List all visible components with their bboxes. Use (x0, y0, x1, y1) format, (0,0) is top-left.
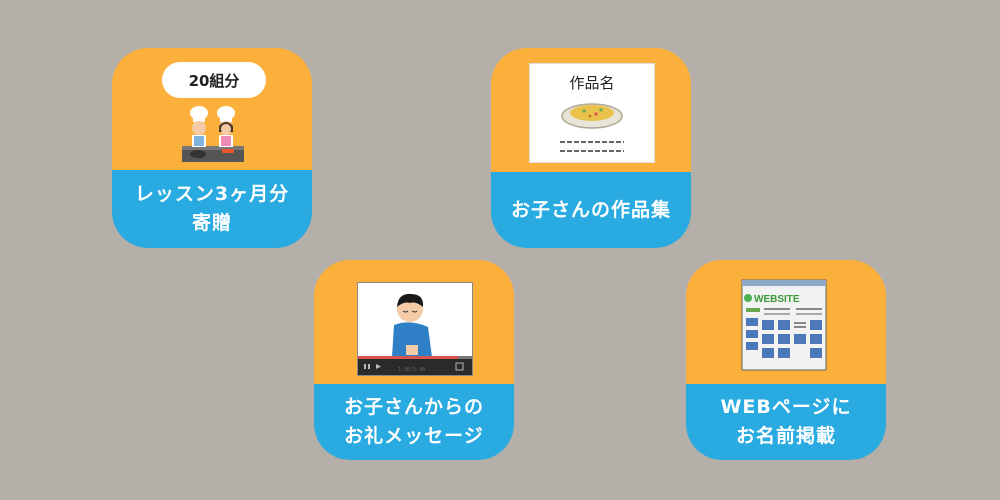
card-label: お子さんの作品集 (511, 196, 671, 225)
card-thank-you-message: 1:30/1:40 お子さんからの お礼メッセージ (314, 260, 514, 460)
card-label-area: お子さんからの お礼メッセージ (314, 384, 514, 460)
card-website-listing: WEBSITE WEBページに お名前掲載 (686, 260, 886, 460)
card-label-area: レッスン3ヶ月分 寄贈 (112, 170, 312, 248)
video-time: 1:30/1:40 (398, 367, 426, 373)
website-logo-text: WEBSITE (754, 294, 800, 305)
card-label-line: WEBページに (720, 396, 852, 418)
card-illustration-area: 20組分 (112, 48, 312, 170)
card-label: レッスン3ヶ月分 寄贈 (135, 180, 289, 238)
card-label-area: WEBページに お名前掲載 (686, 384, 886, 460)
card-label-line: 寄贈 (191, 212, 232, 234)
card-label-area: お子さんの作品集 (491, 172, 691, 248)
card-label: WEBページに お名前掲載 (720, 393, 851, 451)
artwork-title: 作品名 (569, 74, 615, 92)
card-label-line: お名前掲載 (735, 425, 836, 447)
card-artwork-collection: 作品名 お子さんの作品集 (491, 48, 691, 248)
badge-text: 20組分 (188, 71, 240, 90)
card-label-line: お子さんからの (343, 396, 484, 418)
card-label-line: レッスン3ヶ月分 (134, 183, 290, 205)
video-player: 1:30/1:40 (357, 282, 473, 376)
card-illustration-area: 作品名 (491, 48, 691, 172)
card-lesson-donation: 20組分 レッスン3ヶ月分 寄 (112, 48, 312, 248)
card-label-line: お礼メッセージ (344, 425, 484, 447)
artwork-paper: 作品名 (529, 63, 655, 163)
fried-rice-dish-icon (560, 103, 624, 152)
card-label-line: お子さんの作品集 (510, 198, 671, 221)
website-page-icon: WEBSITE (741, 279, 827, 371)
speech-bubble: 20組分 (162, 62, 266, 98)
chef-children-icon (182, 106, 244, 162)
card-illustration-area: 1:30/1:40 (314, 260, 514, 384)
card-label: お子さんからの お礼メッセージ (344, 393, 484, 451)
video-player-bowing-boy-icon (358, 293, 472, 375)
card-illustration-area: WEBSITE (686, 260, 886, 384)
